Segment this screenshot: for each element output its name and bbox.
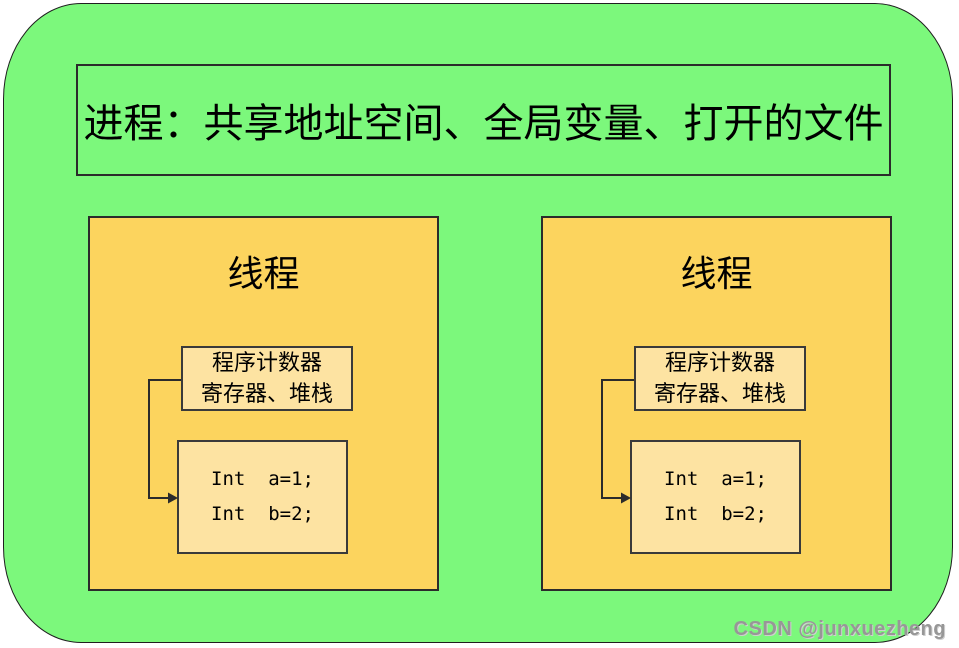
- thread-box-right: 线程 程序计数器 寄存器、堆栈 Int a=1; Int b=2;: [541, 216, 892, 591]
- thread-title: 线程: [680, 254, 753, 295]
- pc-register-stack-box: 程序计数器 寄存器、堆栈: [634, 346, 806, 411]
- process-container: 进程：共享地址空间、全局变量、打开的文件 线程 程序计数器 寄存器、堆栈 Int…: [3, 3, 953, 643]
- pc-box-line-2: 寄存器、堆栈: [200, 381, 333, 407]
- pc-box-line-1: 程序计数器: [211, 350, 322, 376]
- pc-register-stack-box: 程序计数器 寄存器、堆栈: [181, 346, 353, 411]
- pc-box-line-2: 寄存器、堆栈: [653, 381, 786, 407]
- process-title-box: 进程：共享地址空间、全局变量、打开的文件: [76, 64, 891, 176]
- code-box: Int a=1; Int b=2;: [630, 440, 801, 554]
- code-line-2: Int b=2;: [211, 503, 314, 525]
- thread-box-left: 线程 程序计数器 寄存器、堆栈 Int a=1; Int b=2;: [88, 216, 439, 591]
- csdn-watermark: CSDN @junxuezheng: [733, 618, 946, 640]
- thread-title: 线程: [227, 254, 300, 295]
- code-line-1: Int a=1;: [664, 468, 767, 490]
- code-line-1: Int a=1;: [211, 468, 314, 490]
- process-title: 进程：共享地址空间、全局变量、打开的文件: [83, 101, 884, 147]
- code-line-2: Int b=2;: [664, 503, 767, 525]
- code-box: Int a=1; Int b=2;: [177, 440, 348, 554]
- pc-box-line-1: 程序计数器: [664, 350, 775, 376]
